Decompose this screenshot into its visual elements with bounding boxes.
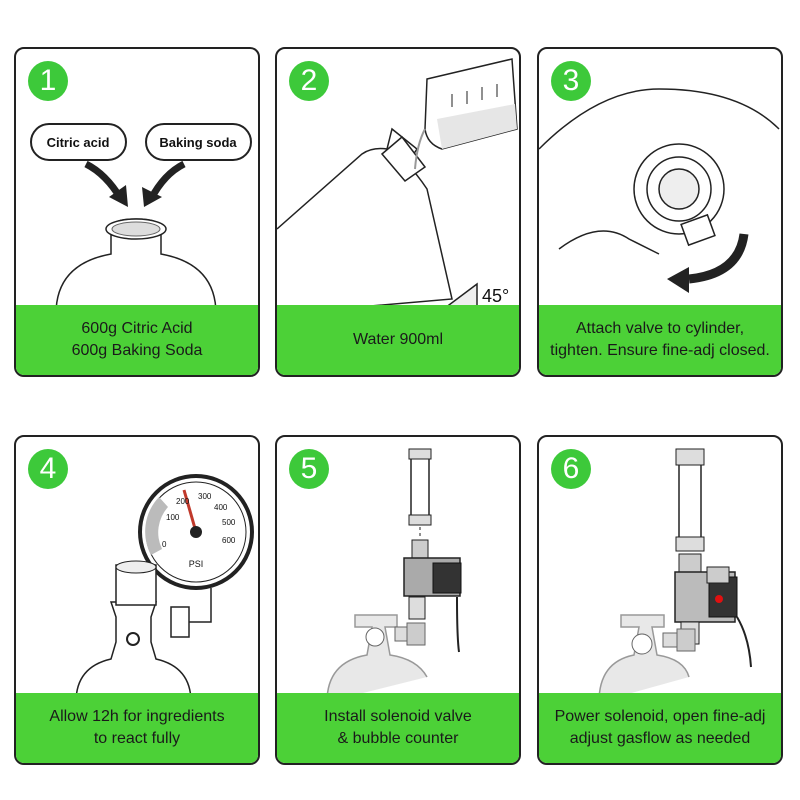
step-panel-3: 3 Attach valve to cylinder, tighten. Ens… — [537, 47, 783, 377]
step-caption-2: Water 900ml — [277, 305, 519, 375]
step-caption-1: 600g Citric Acid 600g Baking Soda — [16, 305, 258, 375]
step-caption-5: Install solenoid valve & bubble counter — [277, 693, 519, 763]
step-caption-6: Power solenoid, open fine-adj adjust gas… — [539, 693, 781, 763]
step-number-3: 3 — [551, 61, 591, 101]
step-number-1: 1 — [28, 61, 68, 101]
gauge-tick-label: 0 — [162, 540, 167, 549]
baking-soda-label: Baking soda — [159, 135, 237, 150]
caption-text: Attach valve to cylinder, tighten. Ensur… — [550, 318, 770, 362]
step-panel-5: 5 Install solenoid valve & bubble counte… — [275, 435, 521, 765]
step-number-2: 2 — [289, 61, 329, 101]
gauge-unit-label: PSI — [189, 559, 204, 569]
gauge-tick-label: 200 — [176, 497, 190, 506]
step-caption-4: Allow 12h for ingredients to react fully — [16, 693, 258, 763]
step-number-5: 5 — [289, 449, 329, 489]
gauge-tick-label: 100 — [166, 513, 180, 522]
caption-text: Allow 12h for ingredients to react fully — [49, 706, 224, 750]
step-panel-2: 45° 2 Water 900ml — [275, 47, 521, 377]
caption-text: Power solenoid, open fine-adj adjust gas… — [555, 706, 766, 750]
gauge-tick-label: 500 — [222, 518, 236, 527]
step-panel-6: 6 Power solenoid, open fine-adj adjust g… — [537, 435, 783, 765]
step-panel-4: 0 100 200 300 400 500 600 PSI 4 Allow 12… — [14, 435, 260, 765]
caption-text: 600g Citric Acid 600g Baking Soda — [72, 318, 203, 362]
citric-acid-label: Citric acid — [47, 135, 110, 150]
caption-text: Water 900ml — [353, 329, 443, 351]
gauge-tick-label: 300 — [198, 492, 212, 501]
angle-label: 45° — [482, 286, 509, 306]
step-panel-1: Citric acid Baking soda 1 600g Citric Ac… — [14, 47, 260, 377]
caption-text: Install solenoid valve & bubble counter — [324, 706, 472, 750]
step-caption-3: Attach valve to cylinder, tighten. Ensur… — [539, 305, 781, 375]
gauge-tick-label: 600 — [222, 536, 236, 545]
gauge-tick-label: 400 — [214, 503, 228, 512]
step-number-4: 4 — [28, 449, 68, 489]
step-number-6: 6 — [551, 449, 591, 489]
